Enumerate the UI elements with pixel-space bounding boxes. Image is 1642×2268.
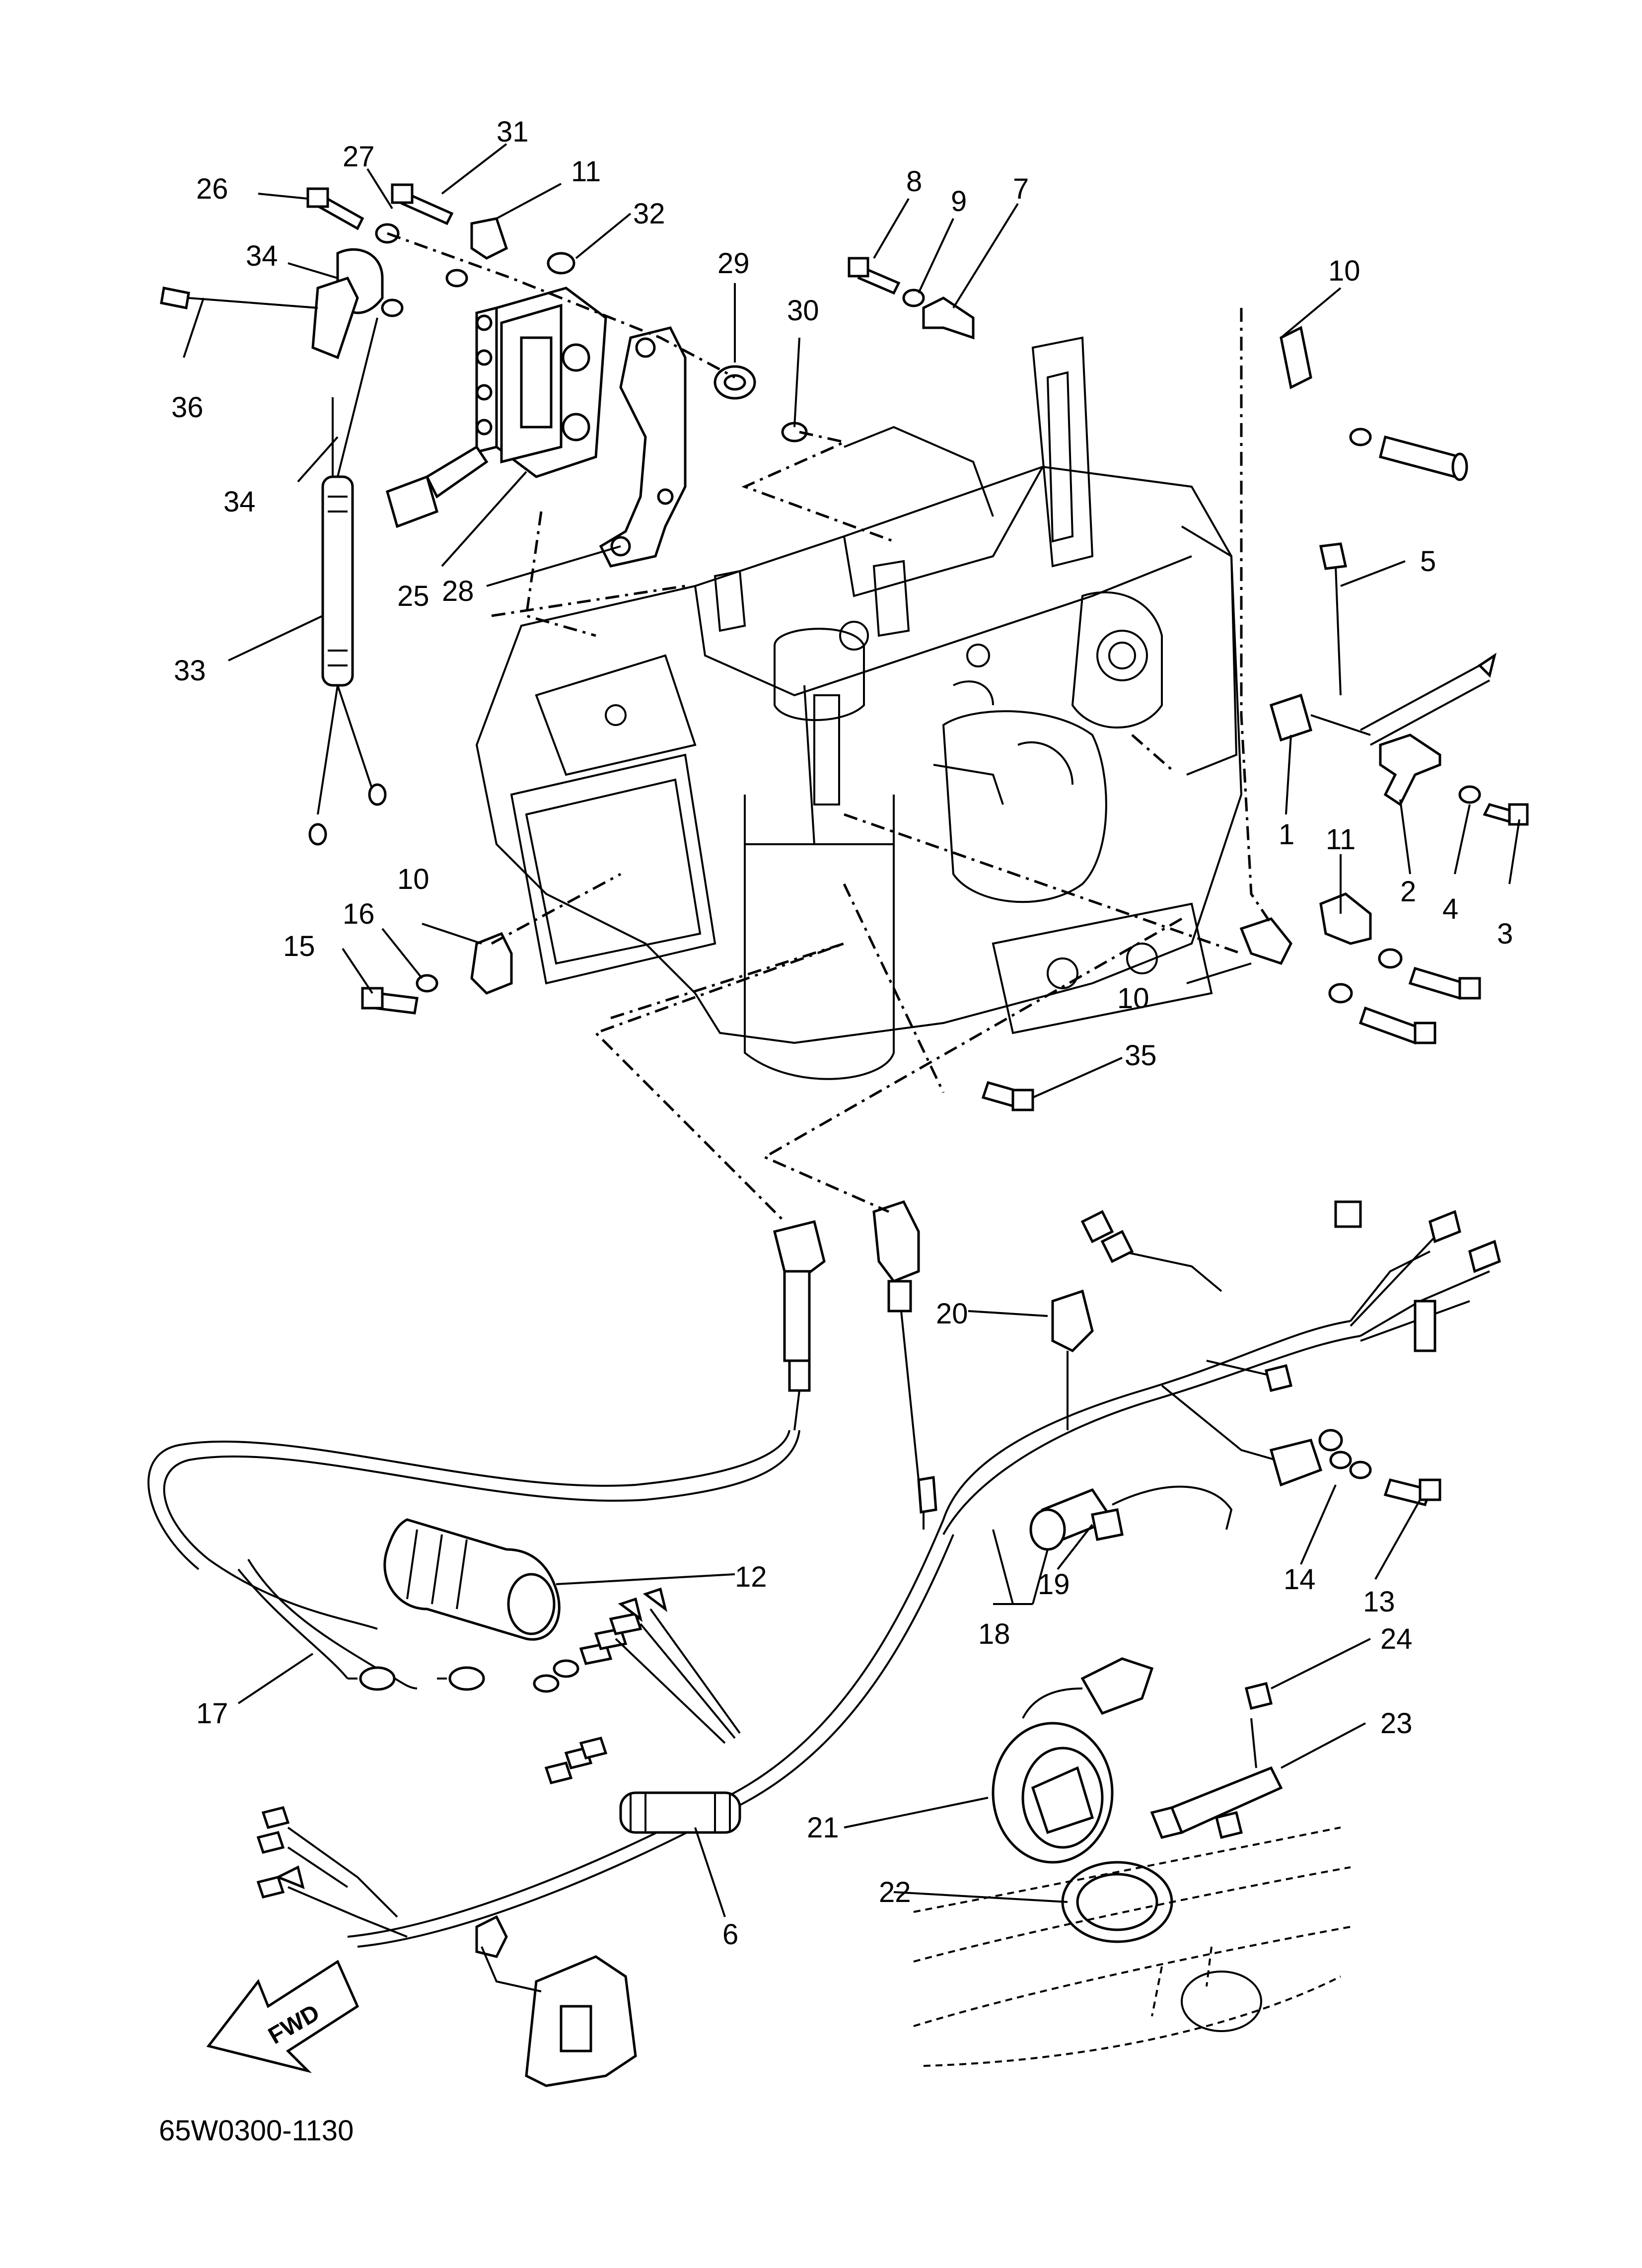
- callout-10: 10: [1328, 255, 1360, 287]
- cowling-outline: [913, 1827, 1351, 2067]
- fwd-arrow: FWD: [206, 1960, 359, 2073]
- grommet-tube: [383, 1518, 561, 1641]
- callout-18: 18: [978, 1618, 1010, 1650]
- cdi-unit-assembly: [385, 287, 607, 528]
- plug-caps: [773, 1200, 920, 1480]
- callout-34: 34: [246, 240, 278, 272]
- figure-code: 65W0300-1130: [159, 2115, 354, 2147]
- callout-32: 32: [633, 198, 665, 230]
- left-small-fasteners: [361, 932, 1034, 1111]
- callout-10b: 10: [1117, 982, 1149, 1015]
- callout-17: 17: [196, 1697, 228, 1730]
- callout-7: 7: [1013, 173, 1029, 205]
- callout-13: 13: [1363, 1586, 1395, 1618]
- callout-15: 15: [283, 930, 315, 962]
- leader-lines: [183, 143, 1520, 1917]
- callout-labels: 31 27 11 26 32 34 29 8 9 7 10 30 36 34 2…: [171, 116, 1513, 1951]
- callout-10c: 10: [397, 863, 429, 895]
- callout-12: 12: [735, 1561, 767, 1593]
- callout-34b: 34: [223, 486, 256, 518]
- callout-35: 35: [1125, 1039, 1157, 1072]
- callout-27: 27: [343, 141, 375, 173]
- callout-19: 19: [1038, 1568, 1070, 1601]
- callout-4: 4: [1442, 893, 1458, 925]
- callout-29: 29: [717, 247, 750, 280]
- wire-harness-bundle: [308, 317, 387, 846]
- callout-16: 16: [343, 898, 375, 930]
- bracket: [599, 326, 687, 568]
- callout-23: 23: [1380, 1707, 1413, 1740]
- main-wire-harness: [147, 1200, 1501, 1948]
- callout-5: 5: [1420, 545, 1436, 578]
- callout-25: 25: [397, 580, 429, 612]
- reference-lines: [387, 232, 1273, 1223]
- callout-9: 9: [951, 185, 967, 218]
- harness-terminals: [256, 1587, 741, 2087]
- callout-30: 30: [787, 294, 819, 327]
- callout-36: 36: [171, 391, 204, 424]
- callout-14: 14: [1284, 1563, 1316, 1596]
- callout-24: 24: [1380, 1623, 1413, 1655]
- callout-33: 33: [174, 655, 206, 687]
- battery-cable: [237, 1558, 485, 1691]
- callout-20: 20: [936, 1298, 968, 1330]
- callout-1: 1: [1279, 818, 1294, 851]
- callout-28: 28: [442, 575, 474, 607]
- callout-21: 21: [807, 1812, 839, 1844]
- callout-11: 11: [571, 155, 601, 188]
- callout-11b: 11: [1326, 823, 1356, 856]
- right-side-parts: [1239, 542, 1529, 1045]
- callout-31: 31: [497, 116, 529, 148]
- callout-22: 22: [879, 1876, 911, 1908]
- callout-26: 26: [196, 173, 228, 205]
- callout-3: 3: [1497, 918, 1513, 950]
- callout-2: 2: [1400, 876, 1416, 908]
- top-left-fasteners: [160, 183, 1468, 481]
- callout-6: 6: [722, 1918, 738, 1951]
- callout-8: 8: [906, 165, 922, 198]
